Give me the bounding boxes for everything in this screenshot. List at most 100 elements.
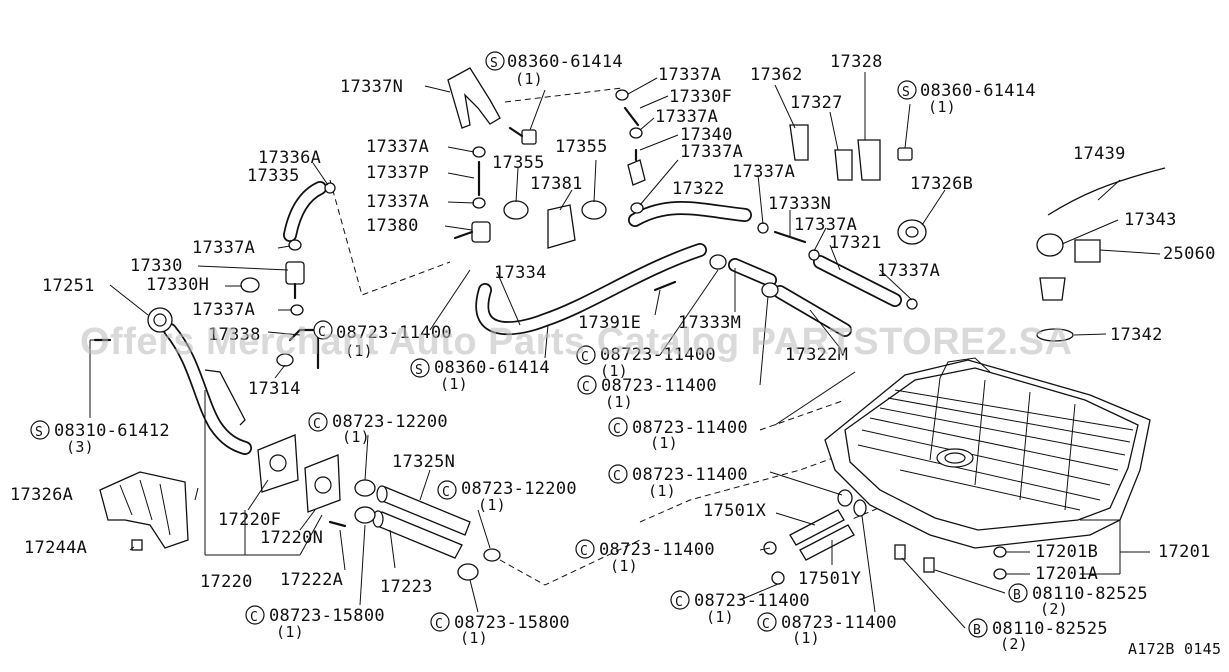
wire-17439[interactable] [1047,167,1166,216]
bolt-b2[interactable] [894,544,906,560]
label-17337N[interactable]: 17337N [340,77,403,97]
label-17362[interactable]: 17362 [750,65,803,85]
label-c5-code[interactable]: 08723-11400 [632,418,748,438]
label-17355-2[interactable]: 17355 [555,137,608,157]
label-17220N[interactable]: 17220N [260,528,323,548]
screw-17222A[interactable] [328,520,347,528]
clip-17337A-4[interactable] [472,197,486,209]
label-17501X[interactable]: 17501X [703,501,767,521]
label-b1-code[interactable]: 08110-82525 [1032,584,1148,604]
bracket-17381[interactable] [547,204,576,249]
gasket-17220F[interactable] [257,434,299,493]
clip-17337A-1[interactable] [615,89,629,101]
pipe-17333M[interactable] [728,258,777,287]
valve-17330[interactable] [285,261,305,300]
label-b2-code[interactable]: 08110-82525 [992,619,1108,639]
label-s4-code[interactable]: 08310-61412 [54,421,170,441]
label-17201A[interactable]: 17201A [1035,564,1098,584]
label-17201[interactable]: 17201 [1158,542,1211,562]
label-17337A-2[interactable]: 17337A [655,107,718,127]
clamp-c4[interactable] [354,479,376,497]
pipe-17321[interactable] [813,255,902,307]
gauge-unit-17343[interactable] [1036,233,1064,257]
clamp-c11[interactable] [457,563,479,581]
drain-17201A[interactable] [993,568,1007,580]
bracket-17362[interactable] [789,124,809,161]
clip-17337A-3[interactable] [472,146,486,158]
label-17201B[interactable]: 17201B [1035,542,1098,562]
fuel-sender-25060[interactable] [1074,239,1101,263]
label-17337A-8[interactable]: 17337A [192,238,255,258]
breather-17391E[interactable] [653,280,677,292]
label-17337A-5[interactable]: 17337A [680,142,743,162]
clip-17337A-9[interactable] [288,239,302,251]
hose-17501Y[interactable] [799,524,855,561]
gasket-17220N[interactable] [304,454,341,513]
hose-17335[interactable] [283,181,327,242]
bracket-17337N[interactable] [447,67,501,129]
label-17380[interactable]: 17380 [366,216,419,236]
clip-17336A[interactable] [324,182,336,194]
label-17326B[interactable]: 17326B [910,174,973,194]
valve-17380[interactable] [453,221,491,243]
drain-17201B[interactable] [993,546,1007,558]
label-17338[interactable]: 17338 [208,325,261,345]
grommet-17314[interactable] [276,353,294,367]
label-17337A-6[interactable]: 17337A [732,162,795,182]
label-17337A-3[interactable]: 17337A [366,137,429,157]
bolt-b1[interactable] [923,557,935,573]
label-17337A-10[interactable]: 17337A [192,300,255,320]
label-17330F[interactable]: 17330F [669,87,732,107]
label-s3-code[interactable]: 08360-61414 [434,358,550,378]
label-17325N[interactable]: 17325N [392,452,455,472]
label-25060[interactable]: 25060 [1163,244,1216,264]
label-17322M[interactable]: 17322M [785,345,848,365]
clamp-17355-2[interactable] [581,200,607,220]
cap-17251[interactable] [147,307,173,333]
clip-17337A-10[interactable] [290,304,304,316]
label-17223[interactable]: 17223 [380,577,433,597]
clamp-c2-pipe[interactable] [761,282,779,298]
filler-neck-17220[interactable] [163,323,252,455]
label-17333M[interactable]: 17333M [678,313,741,333]
label-17501Y[interactable]: 17501Y [798,569,861,589]
label-c4-code[interactable]: 08723-12200 [332,412,448,432]
packing-17342[interactable] [1036,328,1074,342]
label-c3-code[interactable]: 08723-11400 [601,376,717,396]
label-17355-1[interactable]: 17355 [492,153,545,173]
label-s1-code[interactable]: 08360-61414 [507,52,623,72]
label-c8-code[interactable]: 08723-11400 [599,540,715,560]
label-c2-code[interactable]: 08723-11400 [600,345,716,365]
clip-17337A-2[interactable] [629,127,643,139]
clamp-c10[interactable] [354,506,376,524]
bolt-s1[interactable] [508,126,537,145]
grommet-17326B[interactable] [897,219,927,245]
label-17220F[interactable]: 17220F [218,510,281,530]
hose-17330F[interactable] [623,106,640,127]
main-fuel-hose-17334[interactable] [475,243,707,336]
clamp-c7[interactable] [483,548,501,562]
clip-17330H[interactable] [240,277,260,293]
label-c10-code[interactable]: 08723-15800 [269,606,385,626]
label-17328[interactable]: 17328 [830,52,883,72]
clamp-c12[interactable] [853,499,867,517]
clamp-c1-pipe[interactable] [709,254,727,270]
pipe-17322M[interactable] [773,285,852,337]
label-17327[interactable]: 17327 [790,93,843,113]
label-17314[interactable]: 17314 [248,379,301,399]
label-17337A-7[interactable]: 17337A [794,215,857,235]
label-s2-code[interactable]: 08360-61414 [920,81,1036,101]
label-17340[interactable]: 17340 [680,125,733,145]
label-17334[interactable]: 17334 [494,263,547,283]
label-c12-code[interactable]: 08723-11400 [781,613,897,633]
label-17321[interactable]: 17321 [829,233,882,253]
clamp-c5[interactable] [837,489,853,507]
label-17322[interactable]: 17322 [672,179,725,199]
bracket-17328[interactable] [857,139,881,181]
label-17343[interactable]: 17343 [1124,210,1177,230]
label-17222A[interactable]: 17222A [280,570,343,590]
bracket-17327[interactable] [834,149,853,181]
label-17330[interactable]: 17330 [130,256,183,276]
clip-17337A-6[interactable] [757,222,769,234]
label-17220[interactable]: 17220 [200,572,253,592]
